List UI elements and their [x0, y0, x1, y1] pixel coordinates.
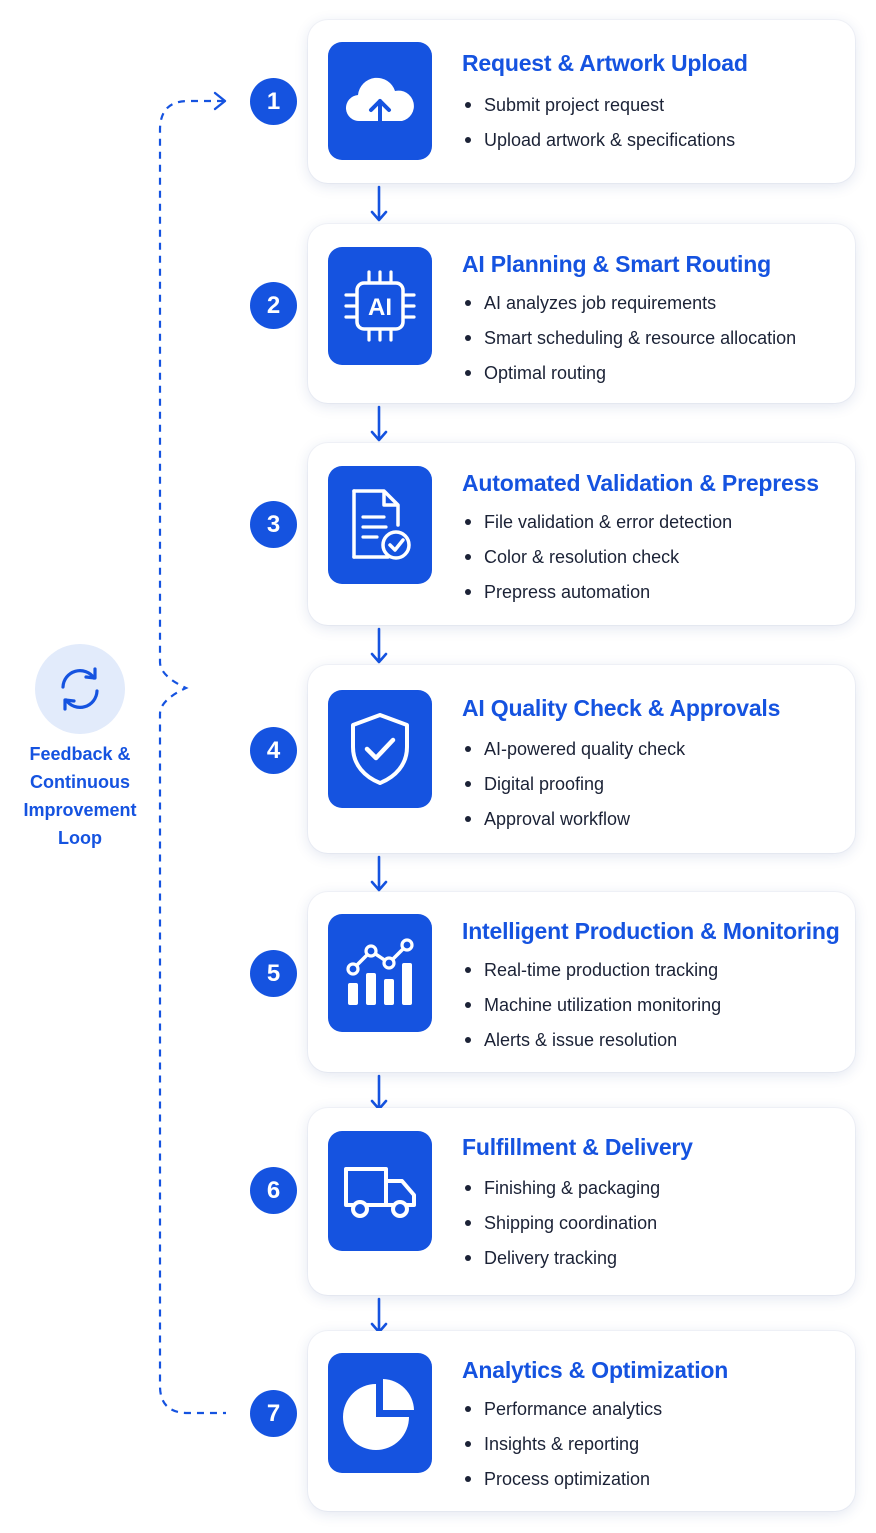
step-icon-tile [328, 42, 432, 160]
list-item: Process optimization [462, 1470, 662, 1488]
down-arrow-icon [370, 185, 388, 222]
list-item: Shipping coordination [462, 1214, 660, 1232]
shield-check-icon [351, 713, 409, 785]
step-card-ai-planning: AI AI Planning & Smart Routing AI analyz… [308, 224, 855, 403]
delivery-truck-icon [344, 1167, 416, 1218]
down-arrow-icon [370, 405, 388, 442]
step-card-request-upload: Request & Artwork Upload Submit project … [308, 20, 855, 183]
step-card-validation-prepress: Automated Validation & Prepress File val… [308, 443, 855, 625]
step-title: Automated Validation & Prepress [462, 470, 819, 496]
cloud-upload-icon [345, 77, 414, 127]
down-arrow-icon [370, 855, 388, 892]
ai-chip-icon: AI [344, 270, 416, 342]
step-number-badge: 4 [250, 727, 297, 774]
step-bullet-list: AI analyzes job requirements Smart sched… [462, 294, 796, 399]
step-title: Request & Artwork Upload [462, 50, 748, 76]
step-title: Intelligent Production & Monitoring [462, 918, 840, 944]
step-title: AI Planning & Smart Routing [462, 251, 771, 277]
step-title: Analytics & Optimization [462, 1357, 729, 1383]
feedback-loop-label: Feedback & Continuous Improvement Loop [10, 740, 150, 852]
step-icon-tile [328, 1131, 432, 1251]
list-item: File validation & error detection [462, 513, 732, 531]
step-bullet-list: Real-time production tracking Machine ut… [462, 961, 721, 1066]
step-bullet-list: Finishing & packaging Shipping coordinat… [462, 1179, 660, 1284]
step-number-badge: 6 [250, 1167, 297, 1214]
list-item: Real-time production tracking [462, 961, 721, 979]
step-bullet-list: Submit project request Upload artwork & … [462, 96, 735, 166]
list-item: Approval workflow [462, 810, 685, 828]
list-item: Insights & reporting [462, 1435, 662, 1453]
list-item: Machine utilization monitoring [462, 996, 721, 1014]
list-item: Optimal routing [462, 364, 796, 382]
list-item: Performance analytics [462, 1400, 662, 1418]
loop-arrowhead-icon [213, 91, 227, 111]
step-number-badge: 2 [250, 282, 297, 329]
step-number-badge: 1 [250, 78, 297, 125]
list-item: Upload artwork & specifications [462, 131, 735, 149]
step-card-quality-approvals: AI Quality Check & Approvals AI-powered … [308, 665, 855, 853]
step-card-analytics-optimization: Analytics & Optimization Performance ana… [308, 1331, 855, 1511]
list-item: Digital proofing [462, 775, 685, 793]
step-icon-tile: AI [328, 247, 432, 365]
loop-label-line: Continuous [30, 772, 130, 792]
list-item: AI-powered quality check [462, 740, 685, 758]
list-item: Color & resolution check [462, 548, 732, 566]
loop-label-line: Loop [58, 828, 102, 848]
step-icon-tile [328, 914, 432, 1032]
feedback-loop-icon-badge [35, 644, 125, 734]
pie-chart-icon [343, 1379, 414, 1450]
bar-chart-trend-icon [346, 938, 414, 1005]
step-icon-tile [328, 690, 432, 808]
list-item: Delivery tracking [462, 1249, 660, 1267]
step-icon-tile [328, 1353, 432, 1473]
step-card-production-monitoring: Intelligent Production & Monitoring Real… [308, 892, 855, 1072]
list-item: Prepress automation [462, 583, 732, 601]
document-check-icon [352, 489, 411, 560]
loop-label-line: Feedback & [29, 744, 131, 764]
step-icon-tile [328, 466, 432, 584]
refresh-icon [61, 667, 99, 711]
list-item: Finishing & packaging [462, 1179, 660, 1197]
step-number-badge: 3 [250, 501, 297, 548]
step-bullet-list: Performance analytics Insights & reporti… [462, 1400, 662, 1505]
step-number-badge: 7 [250, 1390, 297, 1437]
list-item: Submit project request [462, 96, 735, 114]
step-card-fulfillment-delivery: Fulfillment & Delivery Finishing & packa… [308, 1108, 855, 1295]
step-title: Fulfillment & Delivery [462, 1134, 693, 1160]
step-number-badge: 5 [250, 950, 297, 997]
list-item: Alerts & issue resolution [462, 1031, 721, 1049]
list-item: Smart scheduling & resource allocation [462, 329, 796, 347]
ai-chip-text: AI [368, 294, 392, 321]
step-title: AI Quality Check & Approvals [462, 695, 781, 721]
list-item: AI analyzes job requirements [462, 294, 796, 312]
loop-label-line: Improvement [23, 800, 137, 820]
step-bullet-list: File validation & error detection Color … [462, 513, 732, 618]
down-arrow-icon [370, 627, 388, 664]
step-bullet-list: AI-powered quality check Digital proofin… [462, 740, 685, 845]
